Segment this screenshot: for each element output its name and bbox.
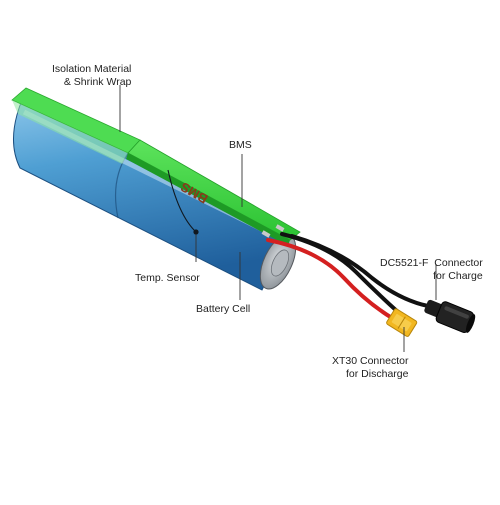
- cell-terminal: [270, 249, 290, 277]
- isolation-sheet-edge: [12, 100, 128, 164]
- label-isolation-line1: Isolation Material: [52, 63, 132, 75]
- dc5521-connector: [424, 299, 476, 333]
- label-dc5521-connector: DC5521-F Connector for Charge: [380, 257, 483, 282]
- red-wire: [266, 238, 394, 320]
- label-xt30-connector: XT30 Connector for Discharge: [332, 355, 408, 380]
- label-dc5521-line2: for Charge: [433, 269, 483, 282]
- temp-sensor: [193, 229, 199, 235]
- bms-board-edge: [126, 153, 290, 246]
- label-bms: BMS: [229, 139, 252, 151]
- label-battery-cell: Battery Cell: [196, 303, 251, 315]
- label-dc5521-line1: DC5521-F Connector: [380, 257, 483, 269]
- xt30-connector: [386, 308, 418, 337]
- solder-pad: [275, 224, 285, 232]
- label-isolation-line2: & Shrink Wrap: [63, 75, 132, 88]
- black-wire-charge: [290, 234, 430, 308]
- label-isolation-material: Isolation Material & Shrink Wrap: [52, 63, 131, 88]
- solder-pad: [261, 230, 271, 238]
- label-xt30-line2: for Discharge: [346, 367, 409, 380]
- label-xt30-line1: XT30 Connector: [332, 355, 409, 367]
- label-temp-sensor: Temp. Sensor: [135, 272, 200, 284]
- temp-sensor-wire: [167, 169, 197, 233]
